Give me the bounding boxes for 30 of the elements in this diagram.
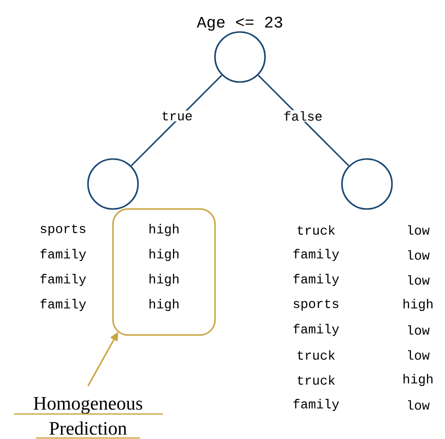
table-cell: sports <box>294 299 338 311</box>
table-cell: family <box>40 274 86 286</box>
decision-node: Age <= 23 <box>196 16 282 83</box>
tree-branch <box>130 74 222 166</box>
edge-label: true <box>160 110 194 122</box>
table-cell: family <box>293 324 339 336</box>
table-cell: family <box>293 398 339 412</box>
table-cell: low <box>408 275 430 285</box>
table-cell: sports <box>40 224 86 236</box>
table-cell: truck <box>298 225 335 235</box>
edge-label: false <box>282 110 324 122</box>
table-cell: truck <box>298 375 335 385</box>
table-cell: family <box>40 298 86 312</box>
highlight-box: high high high high <box>112 208 216 336</box>
table-cell: low <box>408 400 430 410</box>
table-cell: family <box>293 248 339 262</box>
leaf-node <box>341 158 393 210</box>
table-cell: low <box>408 225 430 235</box>
table-cell: family <box>293 274 339 286</box>
tree-branch <box>258 74 350 166</box>
table-cell: low <box>408 325 430 335</box>
table-cell: low <box>408 350 430 360</box>
table-cell: low <box>408 250 430 260</box>
node-label: Age <= 23 <box>196 16 282 31</box>
table-cell: high <box>404 298 432 312</box>
table-cell: family <box>40 248 86 262</box>
annotation-text: Homogeneous Prediction <box>14 397 163 439</box>
table-cell: high <box>404 374 432 386</box>
table-cell: truck <box>298 350 335 360</box>
leaf-node <box>87 158 139 210</box>
